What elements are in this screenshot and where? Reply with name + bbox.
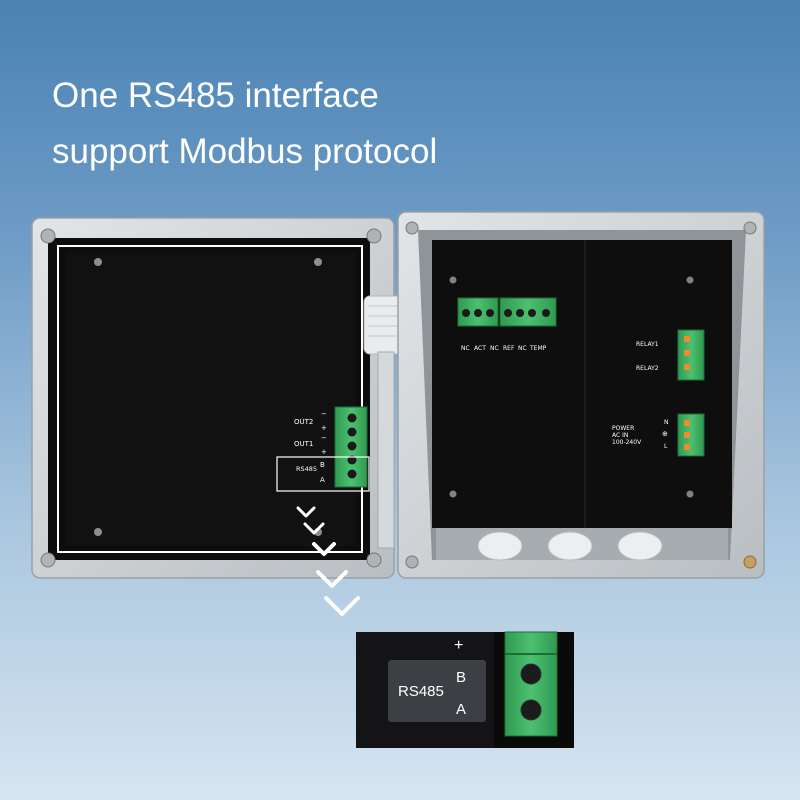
headline-line-2: support Modbus protocol — [52, 132, 438, 171]
top-label-2: NC — [490, 345, 499, 352]
top-terminal-labels: NC ACT NC REF NC TEMP — [461, 345, 547, 352]
out2-plus: + — [321, 424, 327, 432]
hinge-rod-left — [377, 351, 395, 549]
power-n-label: N — [664, 419, 669, 426]
rs485-b-label: B — [320, 461, 325, 469]
relay-terminal-block — [677, 329, 705, 381]
left-screw-bl — [40, 552, 56, 568]
relay1-label: RELAY1 — [636, 341, 659, 348]
top-label-3: REF — [503, 345, 515, 352]
zoom-a-label: A — [456, 701, 466, 718]
top-label-5: TEMP — [529, 345, 547, 352]
out1-plus: + — [321, 448, 327, 456]
left-bolt-3 — [94, 528, 102, 536]
out2-label: OUT2 — [294, 418, 313, 426]
headline: One RS485 interface support Modbus proto… — [52, 68, 437, 180]
power-label-3: 100-240V — [612, 439, 642, 446]
power-label-1: POWER — [612, 425, 634, 432]
zoom-rs485-label: RS485 — [398, 683, 444, 700]
rs485-highlight-box — [276, 456, 370, 492]
zoom-label-plate — [388, 660, 486, 722]
power-l-label: L — [664, 443, 668, 450]
zoom-inset: + RS485 B A — [356, 631, 574, 748]
chevron-down-icon-4 — [316, 570, 348, 588]
left-screw-br — [366, 552, 382, 568]
left-bolt-1 — [94, 258, 102, 266]
left-face-line — [57, 245, 363, 553]
left-screw-tr — [366, 228, 382, 244]
chevron-down-icon-5 — [324, 596, 360, 616]
rs485-label: RS485 — [296, 465, 317, 473]
out2-minus: − — [321, 410, 327, 418]
top-label-1: ACT — [474, 345, 486, 352]
chevron-down-icon-3 — [312, 542, 336, 556]
left-face — [66, 252, 356, 546]
power-terminal-block — [677, 413, 705, 457]
out1-label: OUT1 — [294, 440, 313, 448]
cable-glands — [477, 531, 663, 561]
relay2-label: RELAY2 — [636, 365, 659, 372]
left-bolt-2 — [314, 258, 322, 266]
power-ground-icon: ⊕ — [662, 430, 668, 438]
headline-line-1: One RS485 interface — [52, 76, 379, 115]
left-screw-tl — [40, 228, 56, 244]
left-terminal-screws — [347, 413, 357, 479]
left-panel: OUT2 OUT1 RS485 − + − + B A — [31, 217, 395, 579]
top-label-0: NC — [461, 345, 470, 352]
right-panel: NC ACT NC REF NC TEMP RELAY1 RELAY2 POWE… — [397, 211, 765, 579]
zoom-b-label: B — [456, 669, 466, 686]
pointer-chevrons — [296, 506, 360, 616]
chevron-down-icon-2 — [303, 522, 325, 535]
right-backplate — [432, 240, 732, 528]
rs485-a-label: A — [320, 476, 325, 484]
out1-minus: − — [321, 434, 327, 442]
top-label-4: NC — [518, 345, 527, 352]
chevron-down-icon-1 — [296, 506, 316, 518]
zoom-plus: + — [454, 637, 463, 654]
power-label-2: AC IN — [612, 432, 628, 439]
